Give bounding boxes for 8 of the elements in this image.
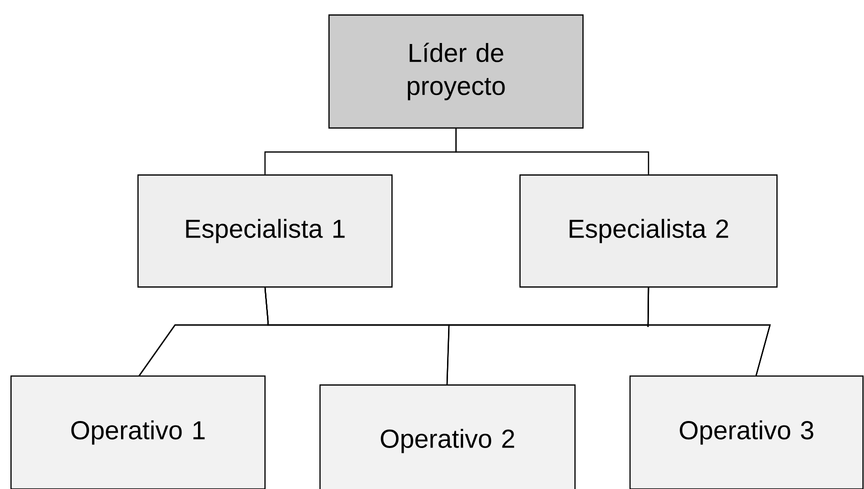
leader-box: Líder de proyecto bbox=[328, 14, 584, 129]
connector-line bbox=[455, 128, 650, 174]
role-box: Operativo 3 bbox=[629, 375, 864, 489]
role-box: Operativo 1 bbox=[10, 375, 266, 489]
connector-line bbox=[647, 288, 771, 376]
role-box: Operativo 2 bbox=[319, 384, 576, 489]
role-box: Especialista 2 bbox=[519, 174, 778, 288]
role-box: Especialista 1 bbox=[137, 174, 393, 288]
